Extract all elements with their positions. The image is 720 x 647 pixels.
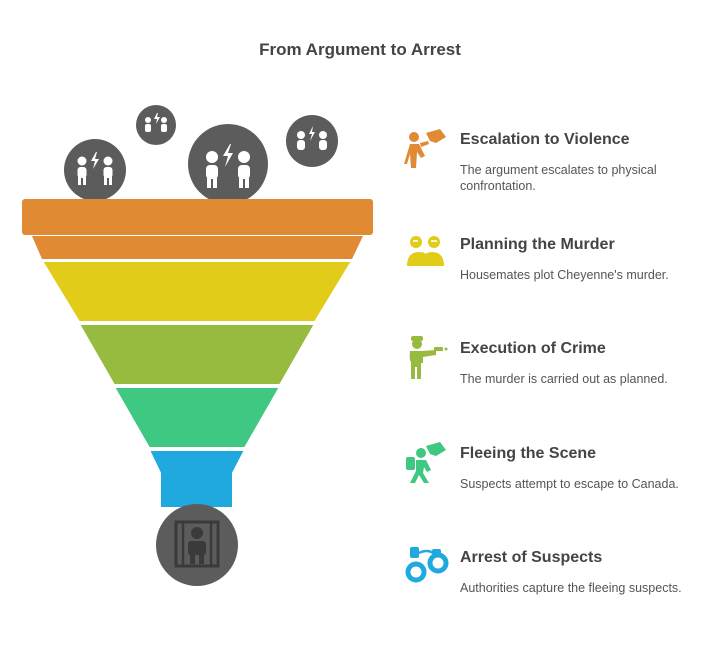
- diagram-title: From Argument to Arrest: [259, 40, 461, 59]
- argument-icon: [286, 115, 338, 167]
- funnel-band-escalation: [22, 199, 373, 235]
- step-title: Planning the Murder: [460, 236, 615, 253]
- step-description: The argument escalates to physical confr…: [460, 163, 657, 193]
- fleeing-icon: [406, 442, 446, 483]
- step-description: The murder is carried out as planned.: [460, 372, 668, 386]
- handcuffs-icon: [405, 547, 449, 583]
- funnel-band-planning: [40, 260, 354, 323]
- step-description: Suspects attempt to escape to Canada.: [460, 477, 679, 491]
- step-title: Execution of Crime: [460, 340, 606, 357]
- step-description: Authorities capture the fleeing suspects…: [460, 581, 682, 595]
- step-description: Housemates plot Cheyenne's murder.: [460, 268, 669, 282]
- funnel-band-escalation-taper: [32, 236, 363, 259]
- funnel-band-execution: [77, 323, 317, 386]
- argument-icon: [64, 139, 126, 201]
- step-title: Fleeing the Scene: [460, 445, 597, 462]
- funnel-band-fleeing: [112, 386, 282, 449]
- fight-icon: [404, 129, 446, 168]
- step-title: Escalation to Violence: [460, 131, 630, 148]
- step-title: Arrest of Suspects: [460, 549, 603, 566]
- plotting-icon: [407, 236, 444, 266]
- prisoner-icon: [156, 504, 238, 586]
- funnel-band-arrest: [147, 449, 247, 509]
- shooter-icon: [409, 336, 448, 379]
- argument-icon: [188, 124, 268, 204]
- argument-icon: [136, 105, 176, 145]
